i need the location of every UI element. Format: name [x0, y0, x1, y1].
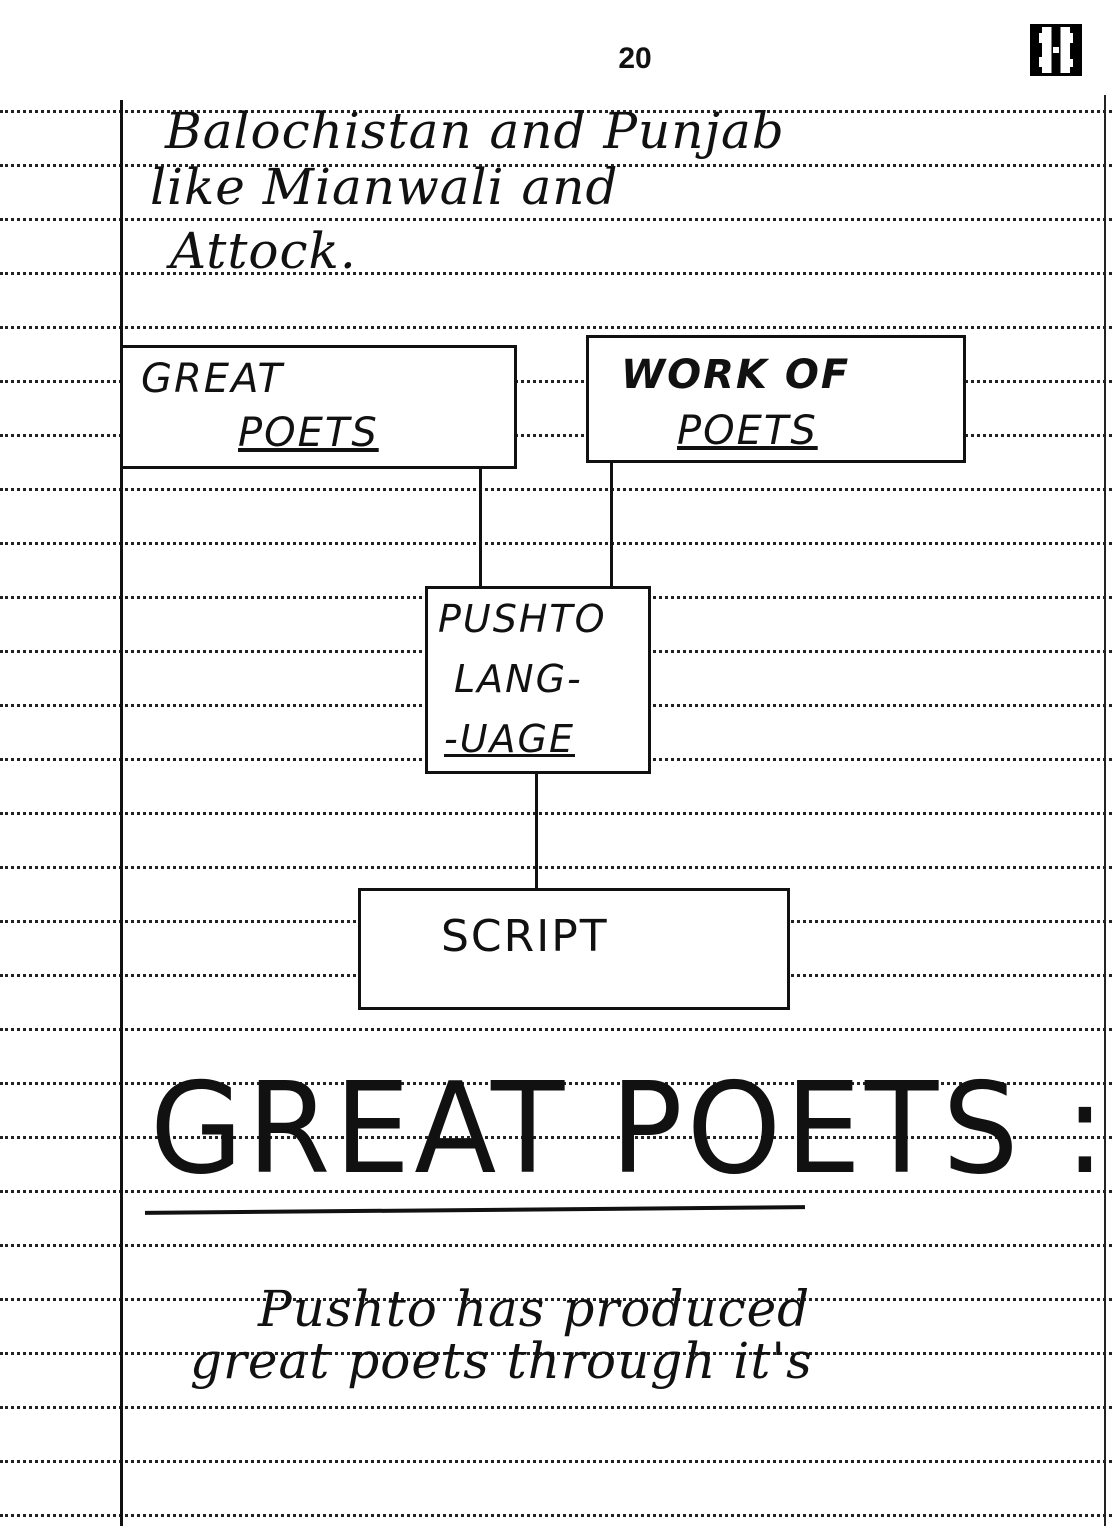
ruled-line	[0, 488, 1112, 491]
box-work-of-poets-line-1: WORK OF	[621, 352, 851, 398]
ruled-line	[0, 434, 1112, 437]
body-line-1: Pushto has produced	[258, 1280, 811, 1338]
box-script: SCRIPT	[358, 888, 790, 1010]
intro-line-3: Attock.	[170, 222, 357, 280]
connector-line	[610, 462, 613, 588]
box-work-of-poets-line-2: POETS	[677, 408, 818, 454]
connector-line	[535, 774, 538, 892]
ruled-line	[0, 164, 1112, 167]
ruled-line	[0, 812, 1112, 815]
ruled-line	[0, 326, 1112, 329]
ruled-line	[0, 1028, 1112, 1031]
box-pushto-language-line-1: PUSHTO	[438, 597, 607, 641]
ruled-line	[0, 1406, 1112, 1409]
ruled-line	[0, 1244, 1112, 1247]
ruled-line	[0, 1352, 1112, 1355]
ruled-line	[0, 542, 1112, 545]
box-great-poets: GREAT POETS	[120, 345, 517, 469]
heading-underline	[144, 1205, 806, 1215]
intro-line-1: Balochistan and Punjab	[165, 102, 785, 160]
ruled-line	[0, 866, 1112, 869]
ruled-line	[0, 1460, 1112, 1463]
ruled-line	[0, 1298, 1112, 1301]
intro-line-2: like Mianwali and	[150, 158, 619, 216]
margin-line	[120, 100, 123, 1526]
ruled-line	[0, 1190, 1112, 1193]
ruled-line	[0, 110, 1112, 113]
box-great-poets-line-2: POETS	[238, 410, 379, 456]
box-pushto-language-line-2: LANG-	[454, 657, 583, 701]
box-work-of-poets: WORK OF POETS	[586, 335, 966, 463]
section-heading: GREAT POETS :	[150, 1056, 1110, 1203]
box-pushto-language-line-3: -UAGE	[444, 717, 575, 761]
box-script-label: SCRIPT	[441, 911, 609, 962]
ruled-line	[0, 218, 1112, 221]
ruled-line	[0, 380, 1112, 383]
ruled-line	[0, 272, 1112, 275]
qr-code-icon	[1030, 24, 1082, 76]
page-edge-line	[1104, 95, 1106, 1526]
connector-line	[479, 468, 482, 588]
ruled-line	[0, 1136, 1112, 1139]
ruled-line	[0, 1514, 1112, 1517]
page-number: 20	[618, 42, 652, 75]
ruled-line	[0, 1082, 1112, 1085]
box-great-poets-line-1: GREAT	[141, 356, 284, 402]
box-pushto-language: PUSHTO LANG- -UAGE	[425, 586, 651, 774]
body-line-2: great poets through it's	[190, 1332, 813, 1390]
